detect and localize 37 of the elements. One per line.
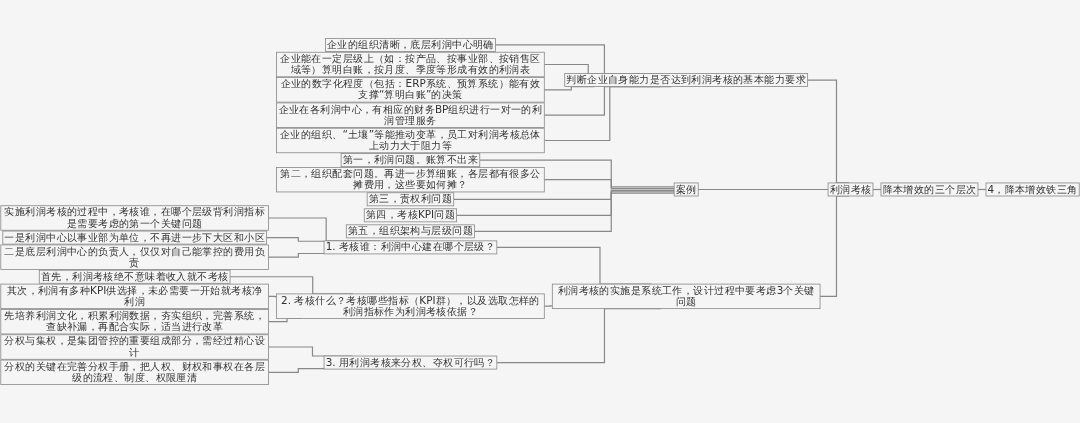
connector [267, 252, 325, 258]
connector [543, 179, 675, 190]
node-box: 二是底层利润中心的负责人，仅仅对自己能掌控的费用负责 [0, 244, 269, 270]
node-box: 分权的关键在完善分权手册，把人权、财权和事权在各层级的流程、制度、权限厘清 [0, 359, 269, 385]
node-box: 第三，责权利问题 [366, 192, 455, 207]
node-box: 利润考核的实施是系统工作，设计过程中要考虑3个关键问题 [551, 283, 821, 310]
node-box: 利润考核 [827, 182, 874, 197]
node-box: 实施利润考核的过程中，考核谁，在哪个层级背利润指标是需要考虑的第一个关键问题 [0, 205, 269, 231]
node-box: 判断企业自身能力是否达到利润考核的基本能力要求 [564, 73, 809, 87]
connector [543, 305, 553, 307]
node-box: 第二，组织配套问题。再进一步算细账，各层都有很多公摊费用，这些要如何摊？ [276, 167, 545, 193]
connector [479, 159, 675, 188]
connector [697, 188, 829, 191]
node-box: 2. 考核什么？考核哪些指标（KPI群），以及选取怎样的利润指标作为利润考核依据？ [276, 293, 545, 319]
node-box: 企业的数字化程度（包括：ERP系统、预算系统）能有效支撑“算明白账”的决策 [276, 77, 545, 103]
node-box: 案例 [673, 182, 699, 197]
node-box: 1. 考核谁：利润中心建在哪个层级？ [323, 240, 498, 255]
node-box: 企业的组织、“土壤”等能推动变革，员工对利润考核总体上动力大于阻力等 [276, 127, 545, 154]
node-box: 第一，利润问题。账算不出来 [340, 153, 481, 167]
connector [473, 192, 675, 232]
node-box: 先培养利润文化，积累利润数据，夯实组织，完善系统，查缺补漏，再配合实际，适当进行改革 [0, 309, 269, 335]
node-box: 4，降本增效铁三角 [985, 182, 1080, 197]
node-box: 企业能在一定层级上（如：按产品、按事业部、按销售区域等）算明白账，按月度、季度等形成有效的利润表 [276, 51, 545, 78]
connector [267, 368, 325, 373]
connector [456, 191, 675, 216]
node-box: 降本增效的三个层次 [880, 182, 979, 197]
connector [453, 189, 675, 200]
node-box: 企业在各利润中心，有相应的财务BP组织进行一对一的利润管理服务 [276, 102, 545, 128]
node-box: 分权与集权，是集团管控的重要组成部分，需经过精心设计 [0, 334, 269, 360]
node-box: 其次，利润有多种KPI供选择，未必需要一开始就考核净利润 [0, 283, 269, 310]
node-box: 3. 用利润考核来分权、夺权可行吗？ [323, 355, 498, 370]
node-box: 企业的组织清晰，底层利润中心明确 [325, 38, 496, 52]
connector [265, 237, 325, 242]
node-box: 第五，组织架构与层级问题 [345, 224, 475, 239]
node-box: 一是利润中心以事业部为单位，不再进一步下大区和小区 [2, 230, 267, 245]
node-box: 首先，利润考核绝不意味着收入就不考核 [38, 269, 231, 284]
node-box: 第四，考核KPI问题 [363, 208, 457, 223]
